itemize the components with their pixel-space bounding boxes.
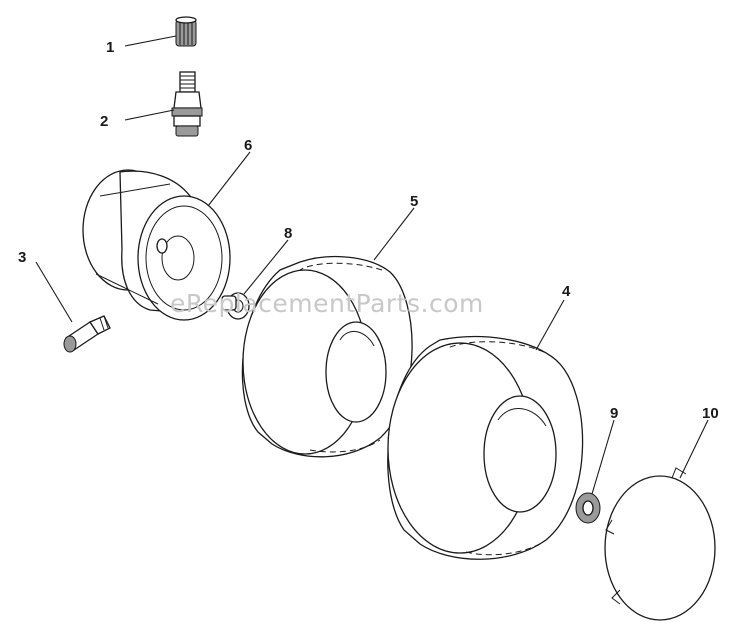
callout-5: 5 — [410, 193, 418, 210]
callout-3: 3 — [18, 249, 26, 266]
callout-9: 9 — [610, 405, 618, 422]
callout-4: 4 — [562, 283, 571, 300]
part-6-wheel-rim[interactable] — [82, 169, 231, 321]
callout-10: 10 — [702, 405, 719, 422]
part-4-tire[interactable] — [387, 336, 584, 560]
watermark-text: eReplacementParts.com — [170, 289, 484, 318]
callout-6: 6 — [244, 137, 252, 154]
part-1-valve-cap[interactable] — [175, 16, 197, 47]
callout-1: 1 — [106, 39, 114, 56]
part-2-valve-stem[interactable] — [171, 71, 203, 137]
part-5-tire[interactable] — [241, 255, 413, 458]
callout-2: 2 — [100, 113, 108, 130]
leader-lines — [35, 35, 709, 495]
callout-8: 8 — [284, 225, 292, 242]
part-8-bushing[interactable] — [221, 292, 250, 320]
part-10-hub-cap[interactable] — [604, 467, 716, 621]
part-3-grease-fitting[interactable] — [63, 315, 111, 353]
part-9-washer[interactable] — [575, 492, 601, 524]
